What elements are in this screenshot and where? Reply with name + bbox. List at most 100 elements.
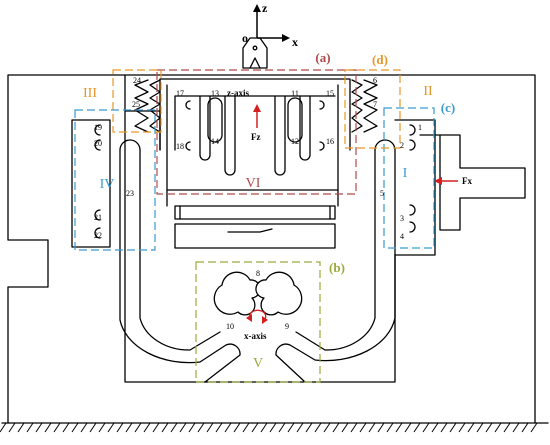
right-flexures [275,79,436,383]
hatch-line [0,422,7,433]
hinge-22: 22 [94,231,102,240]
region-iv-box [74,109,156,251]
hatch-line [35,422,43,433]
hatch-line [512,422,520,433]
hatch-line [431,422,439,433]
hatch-line [449,422,457,433]
z-axis-annotation: z-axis [227,88,249,98]
hatch-line [485,422,493,433]
hinge-25: 25 [132,100,140,109]
hatch-line [341,422,349,433]
hinge-4: 4 [400,232,404,241]
central-block [159,78,351,249]
hinge-11: 11 [291,89,299,98]
hinge-8: 8 [256,269,260,278]
hinge-21: 21 [94,213,102,222]
keyhole-posts [199,95,311,176]
roman-v: V [253,356,263,371]
hatch-line [134,422,142,433]
hatch-line [494,422,502,433]
hatch-line [62,422,70,433]
coordinate-frame: z x o [242,1,298,49]
hatch-line [170,422,178,433]
hatch-line [125,422,133,433]
hatch-line [395,422,403,433]
hinge-1: 1 [418,123,422,132]
hatch-line [287,422,295,433]
hatch-line [458,422,466,433]
hatch-line [314,422,322,433]
hatch-line [386,422,394,433]
hatch-line [368,422,376,433]
hatch-line [143,422,151,433]
region-boxes [74,69,435,383]
roman-vi: VI [246,176,261,191]
hatch-line [188,422,196,433]
hatch-line [377,422,385,433]
hatch-line [152,422,160,433]
hatch-line [197,422,205,433]
hatch-line [269,422,277,433]
hatch-line [530,422,538,433]
hinge-20: 20 [94,139,102,148]
force-fz-arrow: Fz [251,104,261,142]
hatch-line [71,422,79,433]
force-fx-arrow: Fx [434,176,472,186]
hatch-line [278,422,286,433]
outer-frame [7,74,536,424]
x-axis-label: x [292,35,298,49]
region-c-label: (c) [441,100,455,115]
hinge-14: 14 [211,137,219,146]
left-flexures [71,79,241,383]
hatch-line [296,422,304,433]
input-arm [419,134,526,231]
hatch-line [305,422,313,433]
hatch-line [107,422,115,433]
roman-iii: III [83,86,97,101]
force-fx-label: Fx [462,176,472,186]
hinge-12: 12 [291,137,299,146]
hinge-18: 18 [176,142,184,151]
hinge-6: 6 [373,76,377,85]
hatch-line [440,422,448,433]
hatch-line [422,422,430,433]
hatch-line [17,422,25,433]
hatch-line [179,422,187,433]
hinge-numbers: 1 2 3 4 5 6 7 8 9 10 11 12 13 14 15 16 1… [94,76,422,331]
hatch-line [98,422,106,433]
hinge-2: 2 [400,141,404,150]
roman-iv: IV [100,177,115,192]
hatch-line [206,422,214,433]
side-hinges [185,100,325,151]
hatch-line [161,422,169,433]
region-b-box [195,261,321,383]
region-d-label: (d) [372,52,388,67]
hinge-7: 7 [373,100,377,109]
hatch-line [260,422,268,433]
region-c-box [383,107,435,249]
x-axis-annotation: x-axis [244,331,267,341]
roman-i: I [403,166,408,181]
hatch-line [44,422,52,433]
hinge-9: 9 [285,322,289,331]
hinge-17: 17 [176,89,184,98]
hatch-line [413,422,421,433]
hatch-line [251,422,259,433]
hatch-line [53,422,61,433]
ground-hatch [0,422,549,433]
hinge-5: 5 [380,189,384,198]
hatch-line [359,422,367,433]
hinge-23: 23 [126,189,134,198]
hatch-line [332,422,340,433]
hatch-line [521,422,529,433]
hatch-line [476,422,484,433]
hatch-line [323,422,331,433]
hinge-19: 19 [94,123,102,132]
hatch-line [89,422,97,433]
cross-flexure [213,271,303,316]
hatch-line [26,422,34,433]
hatch-line [215,422,223,433]
hatch-line [233,422,241,433]
